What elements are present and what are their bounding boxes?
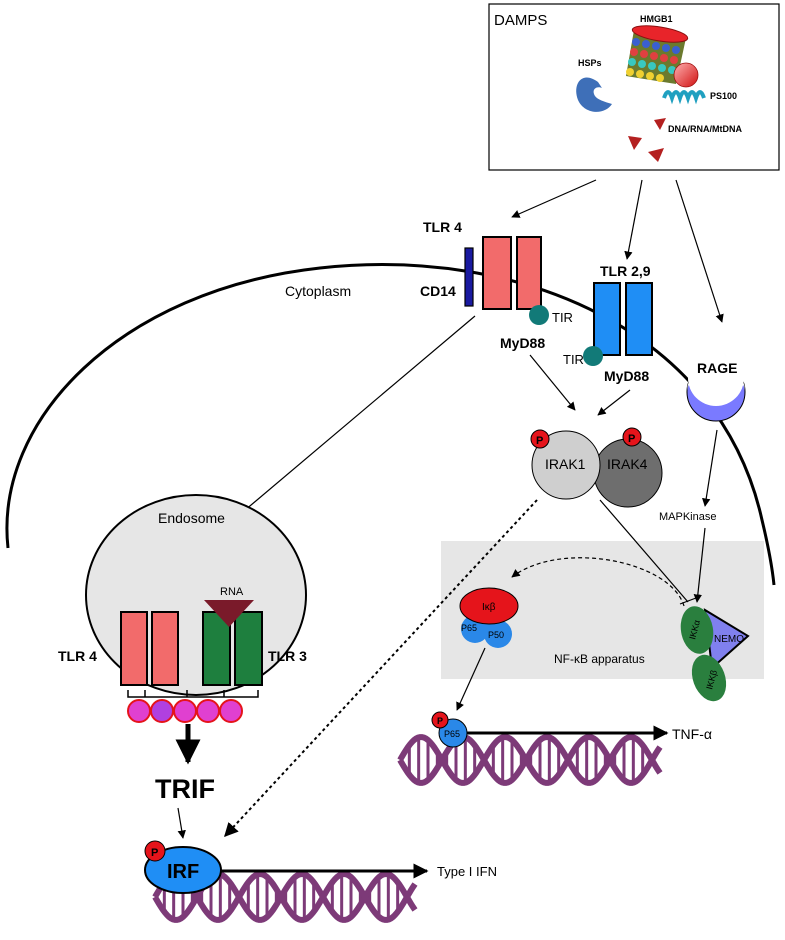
- irf-label: IRF: [167, 861, 199, 883]
- hsps-label: HSPs: [578, 58, 602, 68]
- myd88-label-1: MyD88: [500, 335, 545, 351]
- dna-label: DNA/RNA/MtDNA: [668, 124, 742, 134]
- tnf-label: TNF-α: [672, 726, 712, 742]
- type1-ifn-label: Type I IFN: [437, 864, 497, 879]
- ps100-icon: [662, 62, 706, 105]
- ikb-shape: [459, 587, 519, 625]
- tir-domain-1: [529, 305, 549, 325]
- ikkb-shape: [691, 654, 727, 702]
- dna-strand: [397, 734, 663, 786]
- tlr3-receptor: [202, 611, 263, 686]
- damps-arrows: [511, 179, 724, 323]
- irak1-label: IRAK1: [545, 456, 586, 472]
- tlr4-surface-receptor: [464, 236, 542, 310]
- ikka-label: IKKα: [687, 619, 702, 641]
- hmgb1-label: HMGB1: [640, 14, 673, 24]
- dna-fragments-icon: [628, 118, 666, 162]
- hsps-icon: [576, 77, 612, 112]
- tlr4-surface-label: TLR 4: [423, 219, 462, 235]
- damps-title: DAMPS: [494, 12, 547, 29]
- rage-mapk-arrow: [702, 429, 718, 507]
- irak4-phospho-label: P: [628, 433, 635, 445]
- irak1-irf-dotted-arrow: [224, 499, 538, 838]
- tir-label-2: TIR: [563, 352, 584, 367]
- rage-receptor: [686, 350, 746, 422]
- ikk-ikb-dashed-arrow: [511, 557, 685, 607]
- ps100-label: PS100: [710, 91, 737, 101]
- nfkb-apparatus-label: NF-κB apparatus: [554, 652, 645, 666]
- ikka-shape: [680, 606, 714, 654]
- irak-ikk-line: [599, 499, 706, 605]
- p65-phospho-icon: [431, 711, 449, 729]
- tlr3-label: TLR 3: [268, 648, 307, 664]
- irf-phospho-icon: [144, 840, 166, 862]
- p65-phospho-label: P: [437, 716, 443, 726]
- ikb-label: Iκβ: [482, 602, 496, 613]
- damps-box: DAMPS HMGB1 HSPs PS100: [488, 3, 780, 171]
- irf-shape: [144, 846, 222, 894]
- rna-label: RNA: [220, 586, 244, 598]
- nfkb-apparatus: [441, 541, 764, 702]
- irf-phospho-label: P: [151, 847, 158, 859]
- dna-strand: [152, 871, 418, 923]
- tir-label-1: TIR: [552, 310, 573, 325]
- irak4-label: IRAK4: [607, 456, 648, 472]
- cell-membrane: [5, 263, 776, 586]
- tlr29-receptor: [593, 282, 653, 356]
- irak1-phospho-label: P: [536, 435, 543, 447]
- myd88-irak-arrows: [529, 354, 631, 416]
- trif-label: TRIF: [155, 774, 215, 804]
- p65-dna-label: P65: [444, 729, 460, 739]
- p65-label: P65: [461, 623, 477, 633]
- hmgb1-icon: [626, 25, 689, 84]
- trif-irf-arrow: [177, 807, 186, 839]
- cd14-label: CD14: [420, 283, 456, 299]
- rna-triangle: [204, 600, 254, 627]
- cd14-bar: [464, 247, 474, 307]
- tlr4-endosome-receptor: [120, 611, 179, 686]
- tir-domain-2: [583, 346, 603, 366]
- endosome-label: Endosome: [158, 510, 225, 526]
- p65-nucleus-arrow: [456, 647, 486, 711]
- ifn-dna-helix: [152, 871, 418, 923]
- rage-label: RAGE: [697, 360, 737, 376]
- nemo-label: NEMO: [714, 634, 744, 645]
- mapkinase-label: MAPKinase: [659, 511, 716, 523]
- tlr29-label: TLR 2,9: [600, 263, 651, 279]
- myd88-label-2: MyD88: [604, 368, 649, 384]
- p50-label: P50: [488, 630, 504, 640]
- irak-complex: [530, 427, 663, 508]
- tlr4-endosome-label: TLR 4: [58, 648, 97, 664]
- cytoplasm-label: Cytoplasm: [285, 283, 351, 299]
- tnf-dna-helix: [397, 734, 663, 786]
- p50-shape: [484, 620, 512, 648]
- ikkb-label: IKKβ: [704, 669, 719, 691]
- adapter-beads: [127, 690, 259, 723]
